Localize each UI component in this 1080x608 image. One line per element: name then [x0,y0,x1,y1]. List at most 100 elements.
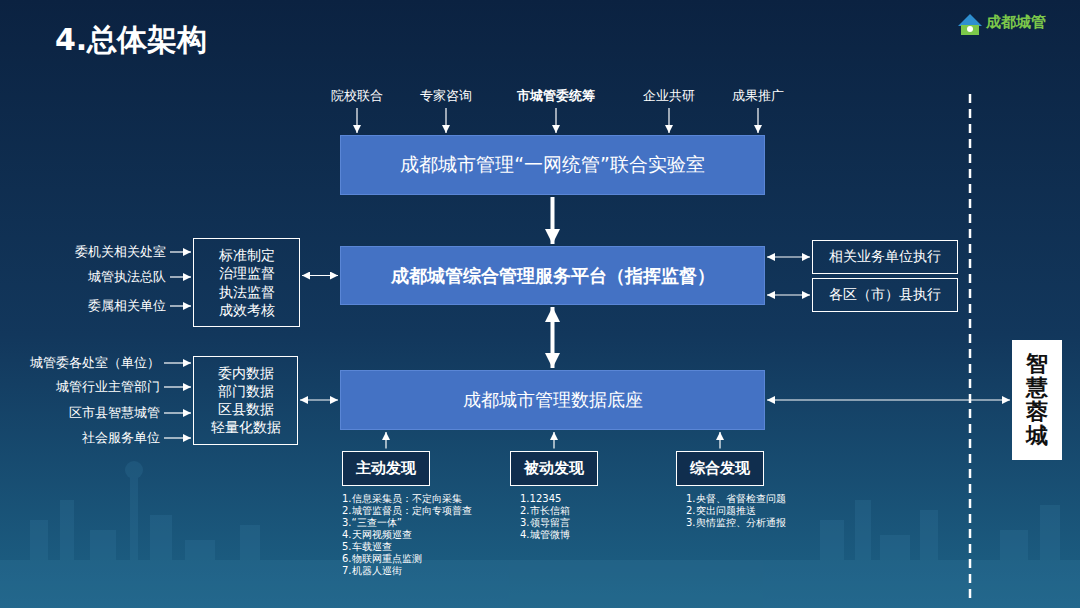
text-holder: 委属相关单位 [88,297,166,315]
connector-arrow [164,386,191,387]
logo-icon [958,14,982,35]
input-text-node: 市城管委统筹 [515,86,597,106]
node-text: 主动发现 [356,459,416,478]
node-text: 各区（市）县执行 [829,286,941,304]
list-item: 1.12345 [520,493,561,505]
node-text: 成果推广 [732,87,784,105]
connector-arrow [170,251,191,252]
connector-arrow [719,432,720,449]
text-holder: 成都城市管理“一网统管”联合实验室 [400,152,705,178]
node-text: 企业共研 [643,87,695,105]
text-holder: 主动发现 [356,459,416,478]
list-box: 标准制定 治理监督 执法监督 成效考核 [193,238,300,327]
discovery-box: 综合发现 [676,451,764,486]
input-text-node: 院校联合 [329,86,385,106]
list-item: 2.市长信箱 [520,505,570,517]
connector-arrow [668,108,669,133]
text-holder: 城管行业主管部门 [56,378,160,396]
input-text-node: 成果推广 [730,86,786,106]
connector-arrow [445,108,446,133]
text-holder: 综合发现 [690,459,750,478]
input-text-node: 委机关相关处室 [73,242,168,262]
connector-arrow [385,432,386,449]
list-item: 5.车载巡查 [342,541,392,553]
node-text: 委机关相关处室 [75,243,166,261]
input-text-node: 城管委各处室（单位） [28,353,162,373]
boundary-dashed-line [969,94,972,604]
node-text: 城管委各处室（单位） [30,354,160,372]
node-text: 标准制定 治理监督 执法监督 成效考核 [219,246,275,319]
text-holder: 智慧蓉城 [1026,352,1048,449]
list-item: 3.舆情监控、分析通报 [686,517,786,529]
input-text-node: 专家咨询 [418,86,474,106]
node-text: 成都城市管理数据底座 [463,388,643,412]
connector-arrow [767,399,1010,400]
text-holder: 标准制定 治理监督 执法监督 成效考核 [219,246,275,319]
text-holder: 区市县智慧城管 [69,404,160,422]
list-item: 2.突出问题推送 [686,505,756,517]
input-text-node: 区市县智慧城管 [67,403,162,423]
list-box: 委内数据 部门数据 区县数据 轻量化数据 [193,356,298,445]
connector-arrow [551,307,555,368]
connector-arrow [551,197,555,244]
connector-arrow [300,399,338,400]
text-holder: 成果推广 [732,87,784,105]
text-holder: 委机关相关处室 [75,243,166,261]
connector-arrow [164,412,191,413]
logo-text: 成都城管 [986,13,1046,31]
input-text-node: 社会服务单位 [80,428,162,448]
connector-arrow [553,432,554,449]
slide-title: 4.总体架构 [55,20,207,61]
list-item: 6.物联网重点监测 [342,553,422,565]
process-box: 成都城市管理数据底座 [340,370,765,430]
text-holder: 被动发现 [524,459,584,478]
text-holder: 城管执法总队 [88,268,166,286]
node-text: 成都城市管理“一网统管”联合实验室 [400,152,705,178]
connector-arrow [356,108,357,133]
node-text: 成都城管综合管理服务平台（指挥监督） [391,264,715,288]
node-text: 市城管委统筹 [517,87,595,105]
target-box: 智慧蓉城 [1012,340,1062,460]
text-holder: 相关业务单位执行 [829,248,941,266]
connector-arrow [767,256,810,257]
node-text: 区市县智慧城管 [69,404,160,422]
discovery-box: 主动发现 [342,451,430,486]
node-text: 城管行业主管部门 [56,378,160,396]
node-text: 社会服务单位 [82,429,160,447]
text-holder: 企业共研 [643,87,695,105]
text-holder: 城管委各处室（单位） [30,354,160,372]
node-text: 委内数据 部门数据 区县数据 轻量化数据 [211,364,281,437]
text-holder: 成都城市管理数据底座 [463,388,643,412]
input-text-node: 企业共研 [641,86,697,106]
node-text: 相关业务单位执行 [829,248,941,266]
list-item: 3.“三查一体” [342,517,402,529]
text-holder: 各区（市）县执行 [829,286,941,304]
text-holder: 社会服务单位 [82,429,160,447]
connector-arrow [170,305,191,306]
node-text: 专家咨询 [420,87,472,105]
text-holder: 专家咨询 [420,87,472,105]
text-holder: 院校联合 [331,87,383,105]
node-text: 委属相关单位 [88,297,166,315]
node-text: 被动发现 [524,459,584,478]
connector-arrow [757,108,758,133]
connector-arrow [555,108,556,133]
connector-arrow [170,276,191,277]
text-holder: 成都城管综合管理服务平台（指挥监督） [391,264,715,288]
input-text-node: 委属相关单位 [86,296,168,316]
list-item: 1.央督、省督检查问题 [686,493,786,505]
text-holder: 委内数据 部门数据 区县数据 轻量化数据 [211,364,281,437]
list-item: 2.城管监督员：定向专项普查 [342,505,472,517]
list-item: 4.天网视频巡查 [342,529,412,541]
node-text: 综合发现 [690,459,750,478]
list-item: 4.城管微博 [520,529,570,541]
discovery-box: 被动发现 [510,451,598,486]
list-item: 1.信息采集员：不定向采集 [342,493,462,505]
connector-arrow [164,362,191,363]
connector-arrow [164,437,191,438]
connector-arrow [302,275,338,276]
node-text: 院校联合 [331,87,383,105]
process-box: 成都城管综合管理服务平台（指挥监督） [340,246,765,305]
node-text: 智慧蓉城 [1026,352,1048,449]
